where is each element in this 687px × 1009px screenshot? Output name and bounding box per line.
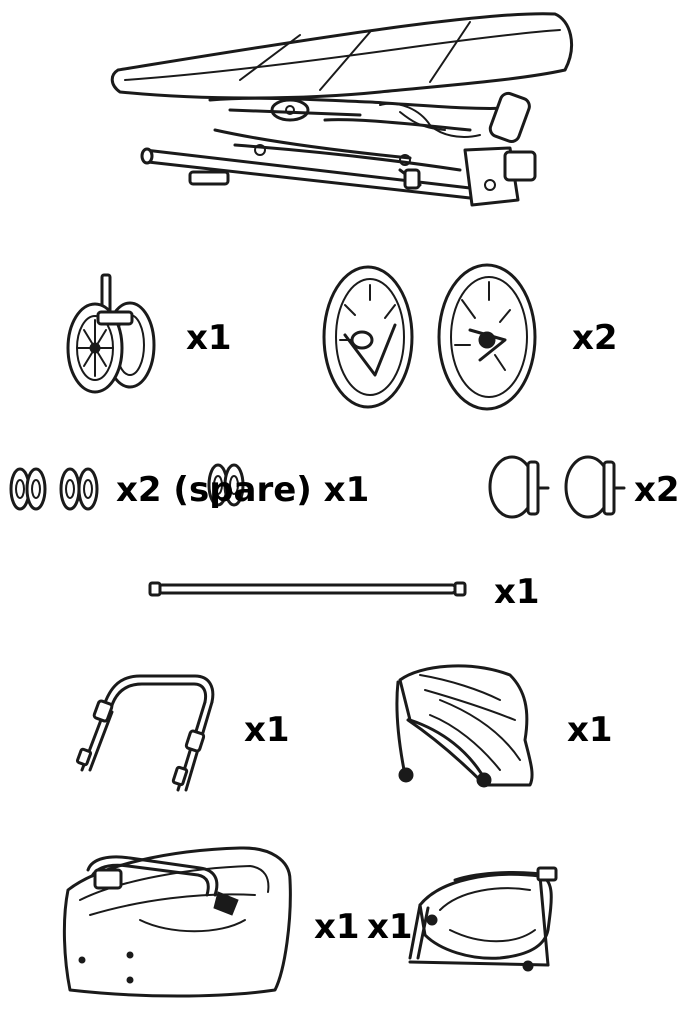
axle-quantity: x1 [494, 572, 540, 612]
bumper-bar-icon [75, 674, 215, 792]
rear-wheel-icon [322, 265, 414, 409]
handlebar-quantity: x1 [244, 710, 290, 750]
hub-caps-quantity: x2 [634, 470, 680, 510]
rear-wheels-quantity: x2 [572, 318, 618, 358]
folded-stroller-frame-icon [110, 12, 574, 207]
rear-wheel-icon [437, 263, 537, 411]
wheel-clip-icon [59, 467, 99, 511]
swivel-front-wheel-icon [66, 273, 156, 394]
seat-unit-icon [408, 866, 558, 972]
canopy-quantity: x1 [567, 710, 613, 750]
wheel-clip-icon [207, 463, 245, 507]
hub-cap-icon [488, 455, 550, 519]
wheel-clips-quantity: x2 (spare) x1 [116, 470, 370, 510]
front-wheel-quantity: x1 [186, 318, 232, 358]
hub-cap-icon [564, 455, 626, 519]
wheel-clip-icon [9, 467, 47, 511]
seat-unit-quantity: x1 [367, 907, 413, 947]
carrycot-quantity: x1 [314, 907, 360, 947]
carrycot-icon [62, 846, 292, 998]
rear-axle-bar-icon [148, 581, 467, 597]
canopy-hood-icon [395, 664, 534, 788]
